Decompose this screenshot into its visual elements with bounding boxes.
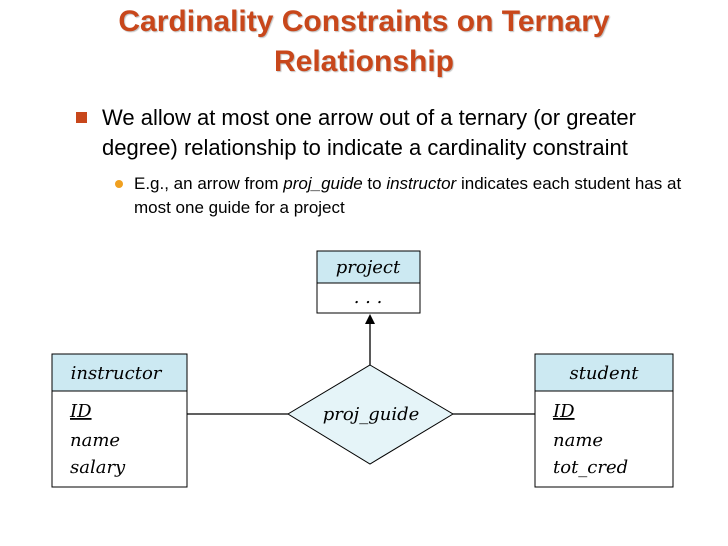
round-bullet-icon	[115, 180, 123, 188]
bullet2-suffix: indicates each student has at most one g…	[134, 174, 682, 217]
entity-student-header	[534, 353, 674, 392]
bullet-level1-text: We allow at most one arrow out of a tern…	[102, 105, 636, 160]
bullet2-prefix: E.g., an arrow from	[134, 174, 284, 193]
slide-title-line2: Relationship	[273, 45, 454, 78]
entity-project-name: project	[336, 257, 401, 278]
relationship-proj-guide: proj_guide	[287, 364, 454, 465]
student-attr-name: name	[553, 430, 603, 451]
entity-instructor-header	[51, 353, 188, 392]
student-attr-tot-cred: tot_cred	[553, 457, 628, 478]
bullet-level2-text: E.g., an arrow from proj_guide to instru…	[118, 172, 698, 220]
entity-student: student ID name tot_cred	[534, 353, 674, 488]
slide-title: Cardinality Constraints on Ternary Relat…	[0, 2, 728, 82]
bullet2-mid: to	[362, 174, 387, 193]
bullet-level2: E.g., an arrow from proj_guide to instru…	[115, 172, 698, 220]
slide-title-line1: Cardinality Constraints on Ternary	[118, 5, 610, 38]
entity-instructor-name: instructor	[71, 363, 163, 384]
relationship-name: proj_guide	[323, 404, 420, 425]
student-attr-id: ID	[552, 401, 575, 422]
arrowhead-icon	[365, 314, 375, 324]
instructor-attr-id: ID	[69, 401, 92, 422]
bullet2-entity-ref: instructor	[386, 174, 457, 193]
instructor-attr-salary: salary	[70, 457, 126, 478]
relationship-diamond	[287, 364, 454, 465]
bullet-level1: We allow at most one arrow out of a tern…	[76, 103, 710, 163]
square-bullet-icon	[76, 112, 87, 123]
entity-student-name: student	[569, 363, 639, 384]
bullet2-relationship-ref: proj_guide	[283, 174, 363, 193]
entity-project: project . . .	[316, 250, 421, 314]
instructor-attr-name: name	[70, 430, 120, 451]
entity-instructor: instructor ID name salary	[51, 353, 188, 488]
entity-project-attrs: . . .	[354, 287, 383, 308]
entity-project-header	[316, 250, 421, 284]
